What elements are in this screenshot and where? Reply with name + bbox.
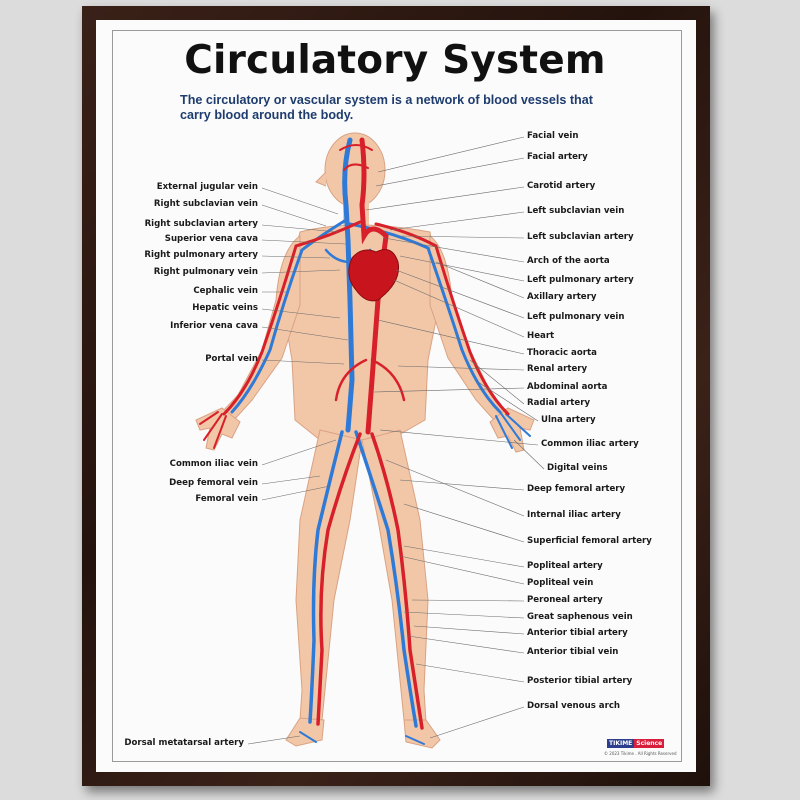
- label-internal-iliac-artery: Internal iliac artery: [527, 510, 621, 520]
- logo-brand: TIKIME: [607, 739, 635, 748]
- label-external-jugular-vein: External jugular vein: [156, 182, 258, 192]
- label-common-iliac-vein: Common iliac vein: [169, 459, 258, 469]
- poster-border: [112, 30, 682, 762]
- label-great-saphenous-vein: Great saphenous vein: [527, 612, 633, 622]
- label-inferior-vena-cava: Inferior vena cava: [170, 321, 258, 331]
- label-common-iliac-artery: Common iliac artery: [541, 439, 639, 449]
- label-femoral-vein: Femoral vein: [195, 494, 258, 504]
- arteries: [199, 137, 510, 730]
- label-axillary-artery: Axillary artery: [527, 292, 597, 302]
- label-peroneal-artery: Peroneal artery: [527, 595, 603, 605]
- heart-shape: [348, 249, 400, 302]
- label-carotid-artery: Carotid artery: [527, 181, 596, 191]
- label-anterior-tibial-artery: Anterior tibial artery: [527, 628, 628, 638]
- label-right-subclavian-artery: Right subclavian artery: [144, 219, 258, 229]
- label-left-pulmonary-artery: Left pulmonary artery: [527, 275, 634, 285]
- label-right-pulmonary-artery: Right pulmonary artery: [144, 250, 258, 260]
- label-right-subclavian-vein: Right subclavian vein: [153, 199, 258, 209]
- leader-lines: [247, 136, 545, 745]
- label-hepatic-veins: Hepatic veins: [192, 303, 258, 313]
- label-superficial-femoral-artery: Superficial femoral artery: [527, 536, 652, 546]
- label-dorsal-metatarsal-artery: Dorsal metatarsal artery: [124, 738, 244, 748]
- poster-title: Circulatory System: [184, 38, 606, 83]
- label-left-subclavian-vein: Left subclavian vein: [527, 206, 625, 216]
- label-arch-of-the-aorta: Arch of the aorta: [527, 256, 610, 266]
- label-portal-vein: Portal vein: [205, 354, 258, 364]
- label-cephalic-vein: Cephalic vein: [193, 286, 258, 296]
- label-renal-artery: Renal artery: [527, 364, 588, 374]
- label-facial-artery: Facial artery: [527, 152, 588, 162]
- subtitle-line-1: The circulatory or vascular system is a …: [180, 93, 593, 107]
- label-ulna-artery: Ulna artery: [541, 415, 596, 425]
- label-radial-artery: Radial artery: [527, 398, 591, 408]
- subtitle-line-2: carry blood around the body.: [180, 108, 354, 122]
- label-popliteal-vein: Popliteal vein: [527, 578, 594, 588]
- publisher-logo: TIKIME Science: [607, 739, 673, 748]
- copyright-text: © 2023 Tikime . All Rights Reserved: [604, 751, 677, 756]
- label-left-subclavian-artery: Left subclavian artery: [527, 232, 634, 242]
- label-deep-femoral-artery: Deep femoral artery: [527, 484, 626, 494]
- label-thoracic-aorta: Thoracic aorta: [527, 348, 597, 358]
- label-posterior-tibial-artery: Posterior tibial artery: [527, 676, 633, 686]
- label-anterior-tibial-vein: Anterior tibial vein: [527, 647, 619, 657]
- label-left-pulmonary-vein: Left pulmonary vein: [527, 312, 625, 322]
- label-right-pulmonary-vein: Right pulmonary vein: [153, 267, 258, 277]
- label-facial-vein: Facial vein: [527, 131, 579, 141]
- label-heart: Heart: [527, 331, 555, 341]
- label-popliteal-artery: Popliteal artery: [527, 561, 603, 571]
- label-deep-femoral-vein: Deep femoral vein: [169, 478, 258, 488]
- logo-subject: Science: [634, 739, 665, 748]
- label-abdominal-aorta: Abdominal aorta: [527, 382, 608, 392]
- label-digital-veins: Digital veins: [547, 463, 608, 473]
- label-dorsal-venous-arch: Dorsal venous arch: [527, 701, 621, 711]
- label-superior-vena-cava: Superior vena cava: [164, 234, 258, 244]
